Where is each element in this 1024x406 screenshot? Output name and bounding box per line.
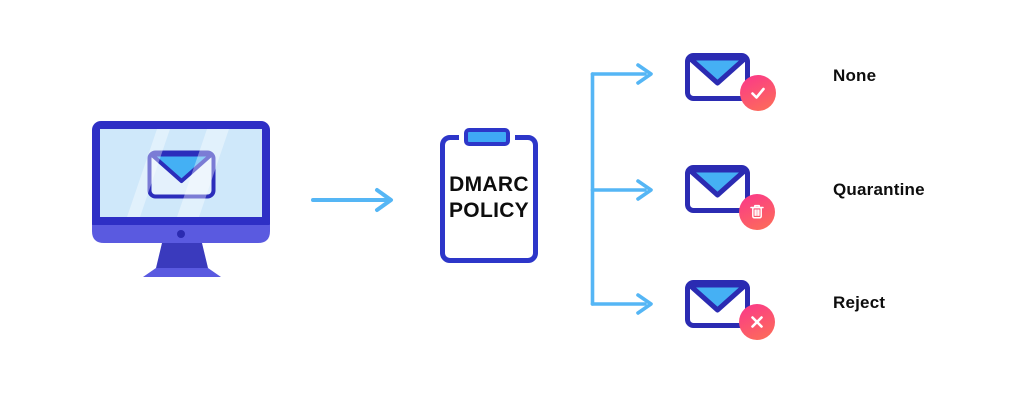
status-badge-reject [739,304,775,340]
screen-envelope-icon [147,150,216,199]
envelope-icon [685,280,750,328]
outcome-label-none: None [833,66,877,85]
clipboard-title-line2: POLICY [449,199,529,222]
arrow-right-icon [311,188,393,212]
dmarc-policy-clipboard: DMARC POLICY [440,135,538,263]
outcome-label-quarantine: Quarantine [833,180,925,199]
outcome-label-reject: Reject [833,293,886,312]
envelope-icon [685,165,750,213]
clipboard-title-line1: DMARC [449,173,529,196]
branch-arrows-icon [590,63,653,315]
clipboard-clip-icon [464,128,510,146]
trash-icon [750,204,764,219]
status-badge-none [740,75,776,111]
status-badge-quarantine [739,194,775,230]
monitor-email-icon [92,121,270,277]
x-icon [751,316,763,328]
check-icon [751,87,765,99]
